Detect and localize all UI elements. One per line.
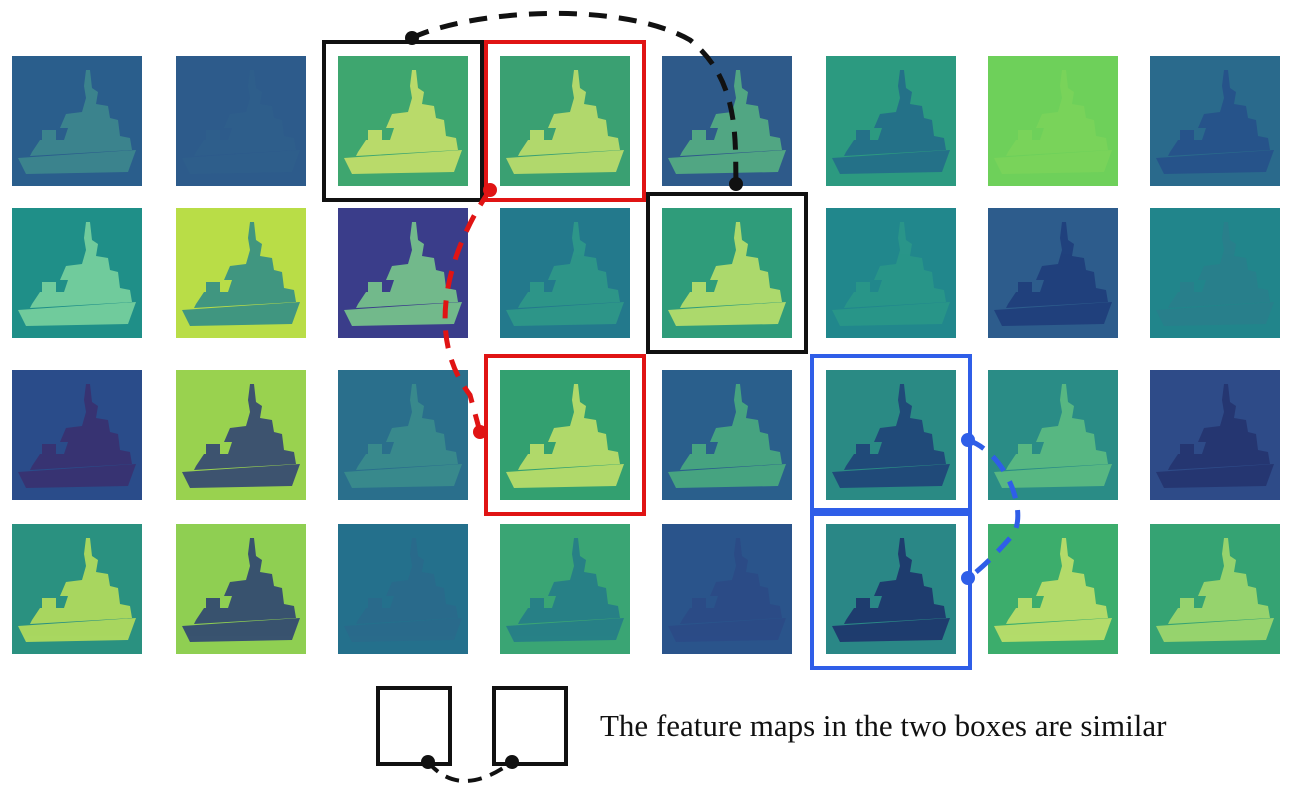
feature-map-tile [988, 524, 1118, 654]
legend-anchor-dot [421, 755, 435, 769]
feature-map-tile [176, 56, 306, 186]
connector-anchor-dot [473, 425, 487, 439]
legend-connector [426, 760, 514, 783]
feature-map-tile [826, 370, 956, 500]
feature-map-tile [1150, 524, 1280, 654]
feature-map-tile [338, 208, 468, 338]
feature-map-tile [12, 370, 142, 500]
highlight-box [484, 40, 646, 202]
similarity-connector [966, 437, 1021, 581]
feature-map-tile [176, 524, 306, 654]
feature-map-grid [12, 56, 1280, 654]
similar-pairs-overlay [322, 10, 1021, 670]
feature-map-tile [662, 370, 792, 500]
feature-map-tile [176, 208, 306, 338]
feature-map-tile [988, 208, 1118, 338]
connector-anchor-dot [961, 433, 975, 447]
feature-map-tile [12, 524, 142, 654]
feature-map-tile [662, 524, 792, 654]
feature-map-tile [176, 370, 306, 500]
connector-anchor-dot [729, 177, 743, 191]
connector-anchor-dot [961, 571, 975, 585]
feature-map-tile [988, 56, 1118, 186]
legend-box-left [376, 686, 452, 766]
feature-map-tile [988, 370, 1118, 500]
feature-map-tile [500, 208, 630, 338]
feature-map-tile [338, 370, 468, 500]
feature-map-tile [662, 56, 792, 186]
feature-map-tile [500, 56, 630, 186]
legend-anchor-dot [505, 755, 519, 769]
feature-map-tile [500, 524, 630, 654]
connector-anchor-dot [483, 183, 497, 197]
feature-map-tile [826, 56, 956, 186]
highlight-box [322, 40, 484, 202]
feature-map-tile [826, 524, 956, 654]
highlight-box [646, 192, 808, 354]
feature-map-tile [338, 56, 468, 186]
feature-map-tile [500, 370, 630, 500]
similarity-connector [410, 10, 739, 185]
feature-map-tile [1150, 208, 1280, 338]
feature-map-tile [1150, 56, 1280, 186]
feature-map-tile [1150, 370, 1280, 500]
feature-map-tile [12, 56, 142, 186]
legend [376, 686, 568, 783]
feature-map-tile [12, 208, 142, 338]
connector-anchor-dot [405, 31, 419, 45]
legend-box-right [492, 686, 568, 766]
legend-caption: The feature maps in the two boxes are si… [600, 708, 1167, 743]
feature-map-tile [826, 208, 956, 338]
feature-map-tile [338, 524, 468, 654]
feature-map-tile [662, 208, 792, 338]
highlight-box [810, 508, 972, 670]
